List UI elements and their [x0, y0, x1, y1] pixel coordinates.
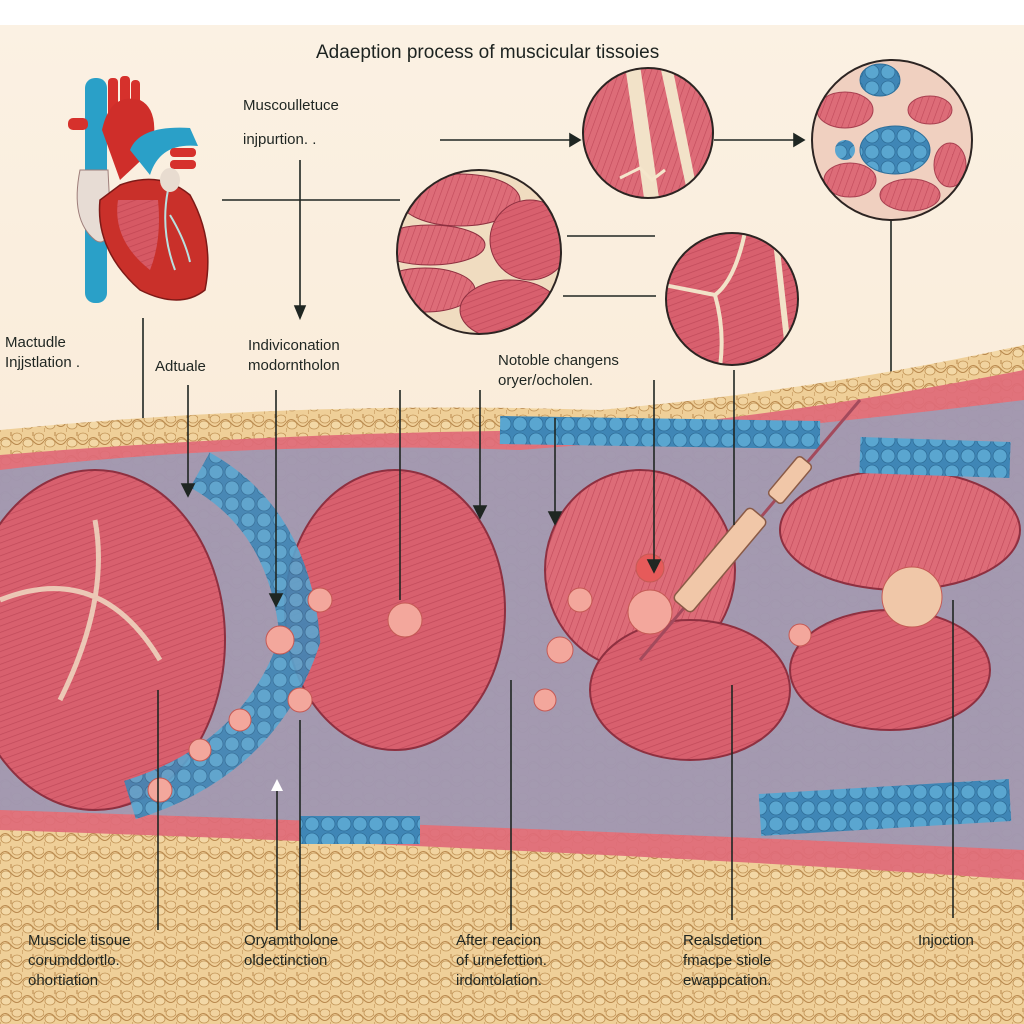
label-line: fmacpe stiole	[683, 952, 772, 969]
label-line: Realsdetion	[683, 932, 763, 949]
label-line: Indiviconation	[248, 337, 340, 354]
label-notable-changes: Notoble changens oryer/ocholen.	[498, 351, 619, 391]
label-oxyanthol: Oryamtholone oldectinction	[244, 931, 338, 971]
inflammatory-nodules	[147, 553, 943, 803]
muscle-bundle	[589, 619, 791, 761]
label-realsdetion: Realsdetion fmacpe stiole ewappcation.	[683, 931, 771, 991]
label-line: modorntholon	[248, 357, 340, 374]
label-line: Injjstlation .	[5, 354, 81, 371]
muscle-bundle	[0, 469, 226, 811]
label-line: irdontolation.	[456, 972, 542, 989]
heart-illustration	[68, 76, 209, 303]
label-injection: Injoction	[918, 931, 974, 951]
diagram-title: Adaeption process of muscicular tissoies	[316, 42, 660, 63]
connector-lines	[135, 132, 892, 540]
label-line: ewappcation.	[683, 972, 772, 989]
label-line: corumddortlo.	[28, 952, 120, 969]
label-line: Adtuale	[155, 358, 206, 375]
leader-lines	[157, 370, 954, 930]
syringe-icon	[638, 399, 862, 661]
label-line: Oryamtholone	[244, 932, 339, 949]
label-top-injection: Muscoulletuce injpurtion. .	[243, 96, 339, 150]
label-line: Notoble changens	[498, 352, 619, 369]
top-white-band	[0, 0, 1024, 25]
label-adtuale: Adtuale	[155, 357, 206, 377]
magnified-view-fat-infiltration	[811, 59, 973, 221]
label-line: Injoction	[918, 932, 974, 949]
label-line: Mactudle	[5, 334, 66, 351]
label-line: After reacion	[456, 932, 542, 949]
label-line: Muscoulletuce	[243, 97, 339, 114]
label-after-reaction: After reacion of urnefcttion. irdontolat…	[456, 931, 547, 991]
pulmonary-artery	[130, 127, 198, 175]
label-line: ohortiation	[28, 972, 99, 989]
label-line: oldectinction	[244, 952, 328, 969]
label-line: oryer/ocholen.	[498, 372, 594, 389]
muscle-bundle	[789, 609, 991, 731]
tissue-cross-section	[0, 345, 1024, 1024]
label-line: injpurtion. .	[243, 131, 317, 148]
label-line: of urnefcttion.	[456, 952, 547, 969]
magnified-view-torn-fibers	[582, 67, 714, 199]
magnified-view-fascicles	[396, 169, 562, 335]
label-left-injection: Mactudle Injjstlation .	[5, 333, 80, 373]
label-line: Muscicle tisoue	[28, 932, 131, 949]
fat-cell-cluster	[123, 452, 321, 820]
magnified-view-healed-junction	[665, 232, 799, 366]
label-individuation: Indiviconation modorntholon	[248, 336, 340, 376]
label-muscle-tissue: Muscicle tisoue corumddortlo. ohortiatio…	[28, 931, 131, 991]
